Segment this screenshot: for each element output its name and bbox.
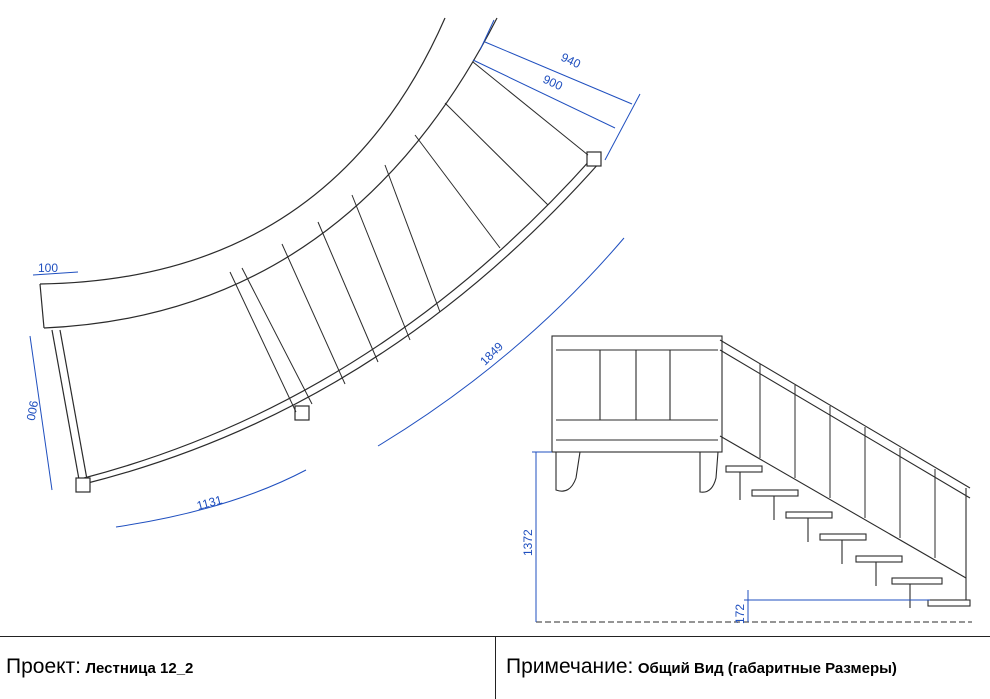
- title-block-divider: [495, 637, 496, 699]
- dim-1372: 1372: [521, 529, 535, 556]
- plan-view: [39, 17, 602, 493]
- note-cell: Примечание: Общий Вид (габаритные Размер…: [506, 655, 897, 679]
- stringer-arc-inner: [83, 157, 593, 479]
- dim-100: 100: [38, 261, 58, 275]
- elevation-view: [536, 335, 972, 623]
- project-cell: Проект: Лестница 12_2: [6, 655, 193, 679]
- tread-lines: [229, 61, 589, 413]
- post-landing: [75, 477, 91, 493]
- wall-inner-arc: [43, 17, 498, 329]
- plan-dim-labels: 940 900 100 900 1849 1131: [24, 50, 584, 513]
- plan-dimensions: [29, 19, 641, 528]
- project-label: Проект:: [6, 655, 82, 678]
- stair-drawing: 940 900 100 900 1849 1131: [24, 17, 972, 624]
- post-middle: [294, 405, 310, 421]
- dim-900-top: 900: [541, 72, 565, 93]
- note-value: Общий Вид (габаритные Размеры): [637, 660, 897, 677]
- elevation-dimensions: [532, 451, 930, 622]
- wall-outer-arc: [39, 17, 446, 285]
- title-block: Проект: Лестница 12_2 Примечание: Общий …: [0, 636, 990, 699]
- dim-172: 172: [733, 604, 747, 624]
- dim-1849: 1849: [477, 339, 506, 368]
- dim-940: 940: [559, 50, 583, 71]
- wall-end: [39, 283, 45, 329]
- post-top: [586, 151, 602, 167]
- stringer-arc: [83, 161, 601, 485]
- landing-rail: [51, 329, 81, 486]
- landing-rail-2: [59, 329, 89, 486]
- elevation-dim-labels: 1372 172: [521, 529, 747, 624]
- dim-1131: 1131: [195, 493, 224, 513]
- note-label: Примечание:: [506, 655, 634, 678]
- project-value: Лестница 12_2: [85, 660, 194, 677]
- dim-900-side: 900: [24, 399, 41, 421]
